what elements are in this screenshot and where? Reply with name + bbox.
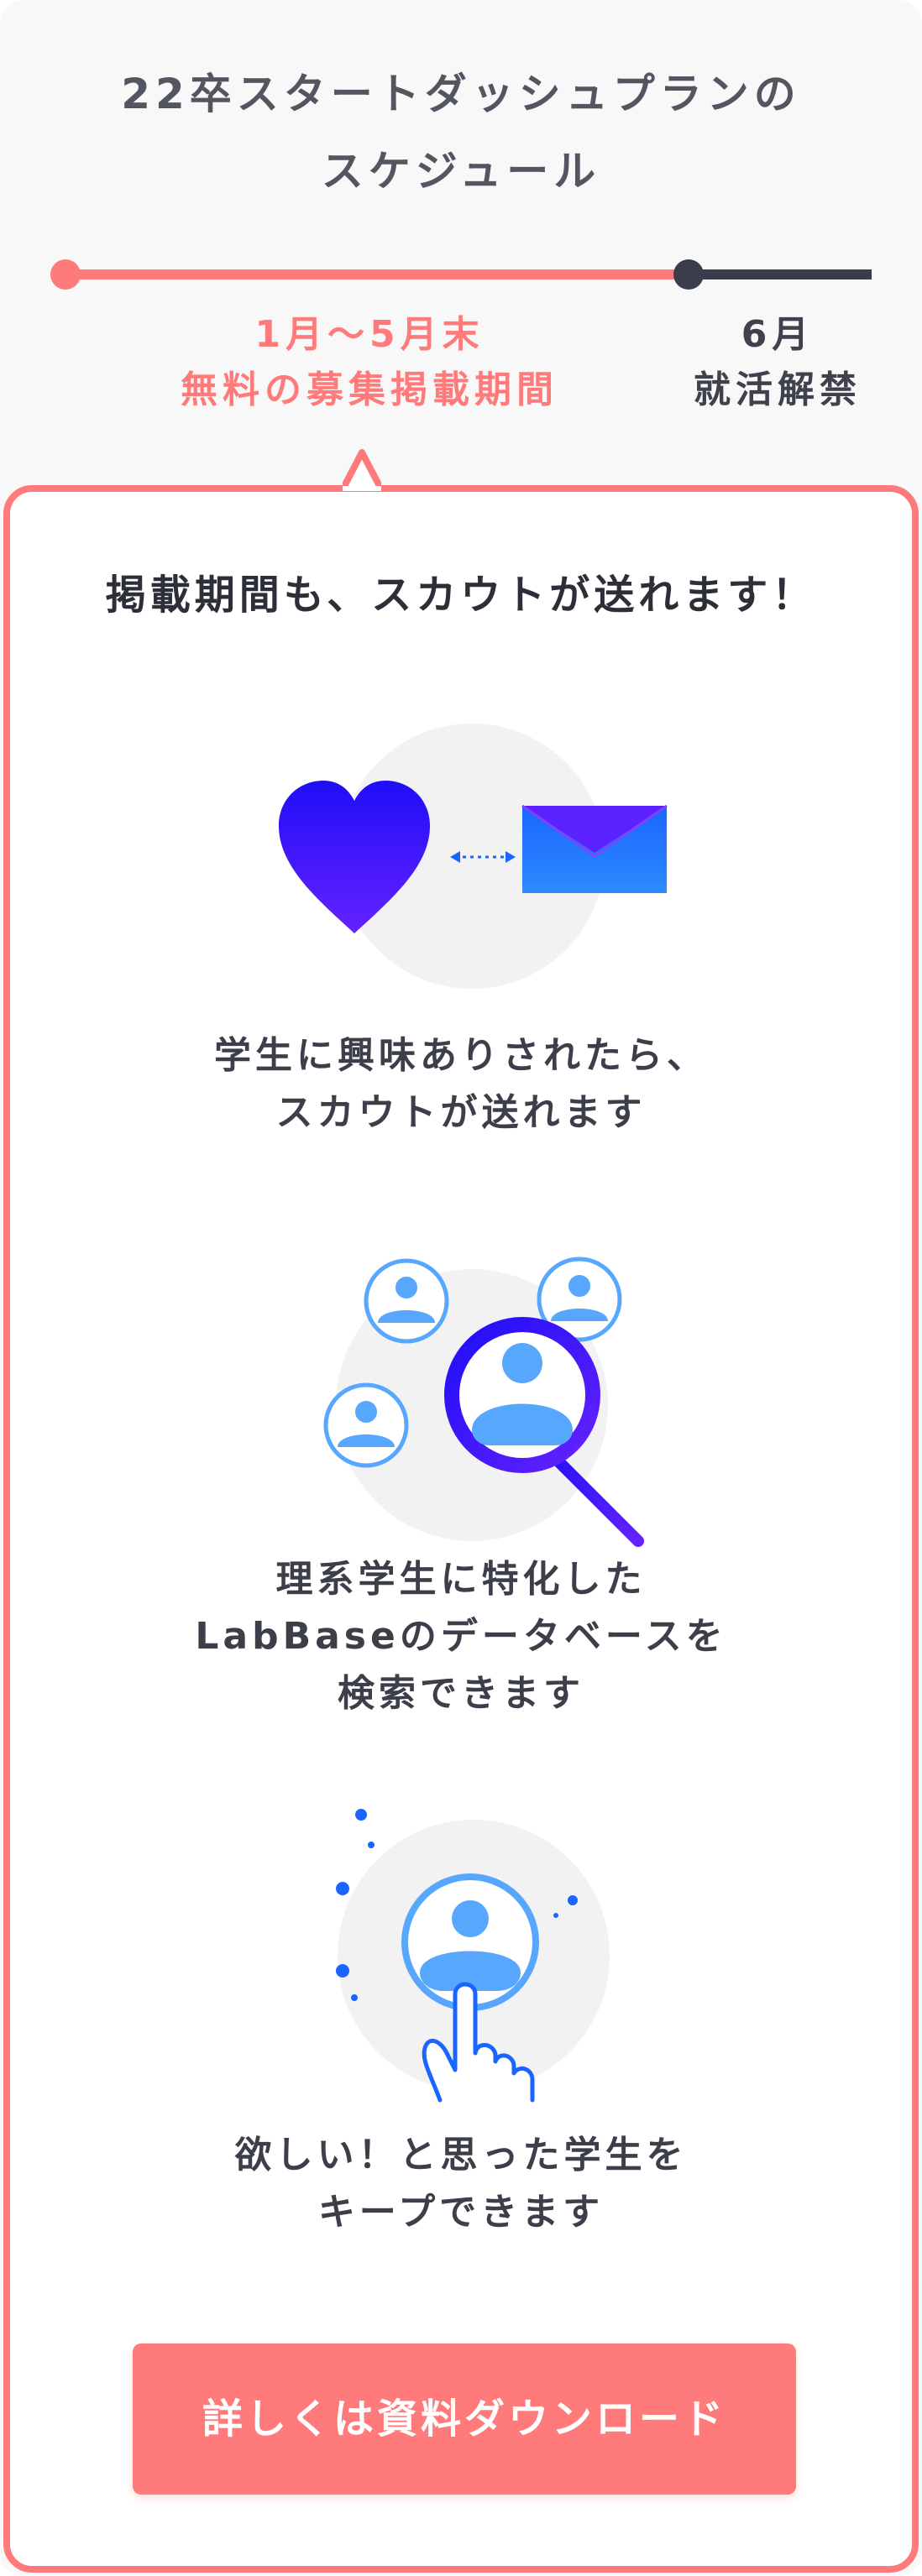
feature-text-search-line-2: LabBaseのデータベースを xyxy=(195,1615,727,1658)
schedule-title: 22卒スタートダッシュプランの スケジュール xyxy=(0,55,922,210)
feature-text-keep: 欲しい！と思った学生を キープできます xyxy=(10,2127,912,2241)
june-description: 就活解禁 xyxy=(694,368,862,411)
timeline-june-dot xyxy=(673,259,704,290)
job-hunt-line xyxy=(690,269,872,280)
user-avatar-icon-2 xyxy=(537,1257,622,1342)
june-label: 6月 就活解禁 xyxy=(668,307,887,418)
feature-text-scout: 学生に興味ありされたら、 スカウトが送れます xyxy=(10,1027,912,1142)
scout-feature-card: 掲載期間も、スカウトが送れます！ 学生に xyxy=(3,485,919,2573)
feature-text-search: 理系学生に特化した LabBaseのデータベースを 検索できます xyxy=(10,1551,912,1722)
search-users-icon xyxy=(323,1257,644,1547)
keep-user-icon xyxy=(336,1809,610,2103)
feature-text-keep-line-2: キープできます xyxy=(317,2191,605,2234)
card-heading: 掲載期間も、スカウトが送れます！ xyxy=(105,572,817,619)
feature-text-search-line-3: 検索できます xyxy=(338,1672,584,1715)
schedule-title-line-1: 22卒スタートダッシュプランの xyxy=(121,70,801,118)
free-period-label: 1月〜5月末 無料の募集掲載期間 xyxy=(126,307,613,418)
card-pointer xyxy=(343,449,381,491)
feature-text-scout-line-2: スカウトが送れます xyxy=(275,1091,647,1134)
timeline-start-dot xyxy=(50,259,81,290)
feature-text-search-line-1: 理系学生に特化した xyxy=(275,1558,647,1601)
feature-text-scout-line-1: 学生に興味ありされたら、 xyxy=(214,1034,708,1077)
june-date: 6月 xyxy=(741,313,815,356)
schedule-title-line-2: スケジュール xyxy=(321,147,601,196)
document-download-button[interactable]: 詳しくは資料ダウンロード xyxy=(133,2343,796,2495)
free-period-line xyxy=(67,269,690,280)
feature-text-keep-line-1: 欲しい！と思った学生を xyxy=(234,2134,688,2176)
schedule-timeline xyxy=(0,248,922,298)
free-period-description: 無料の募集掲載期間 xyxy=(181,368,558,411)
user-avatar-icon-3 xyxy=(323,1382,409,1468)
user-avatar-icon-1 xyxy=(364,1258,449,1344)
free-period-date: 1月〜5月末 xyxy=(254,313,485,356)
heart-mail-icon xyxy=(279,724,668,989)
